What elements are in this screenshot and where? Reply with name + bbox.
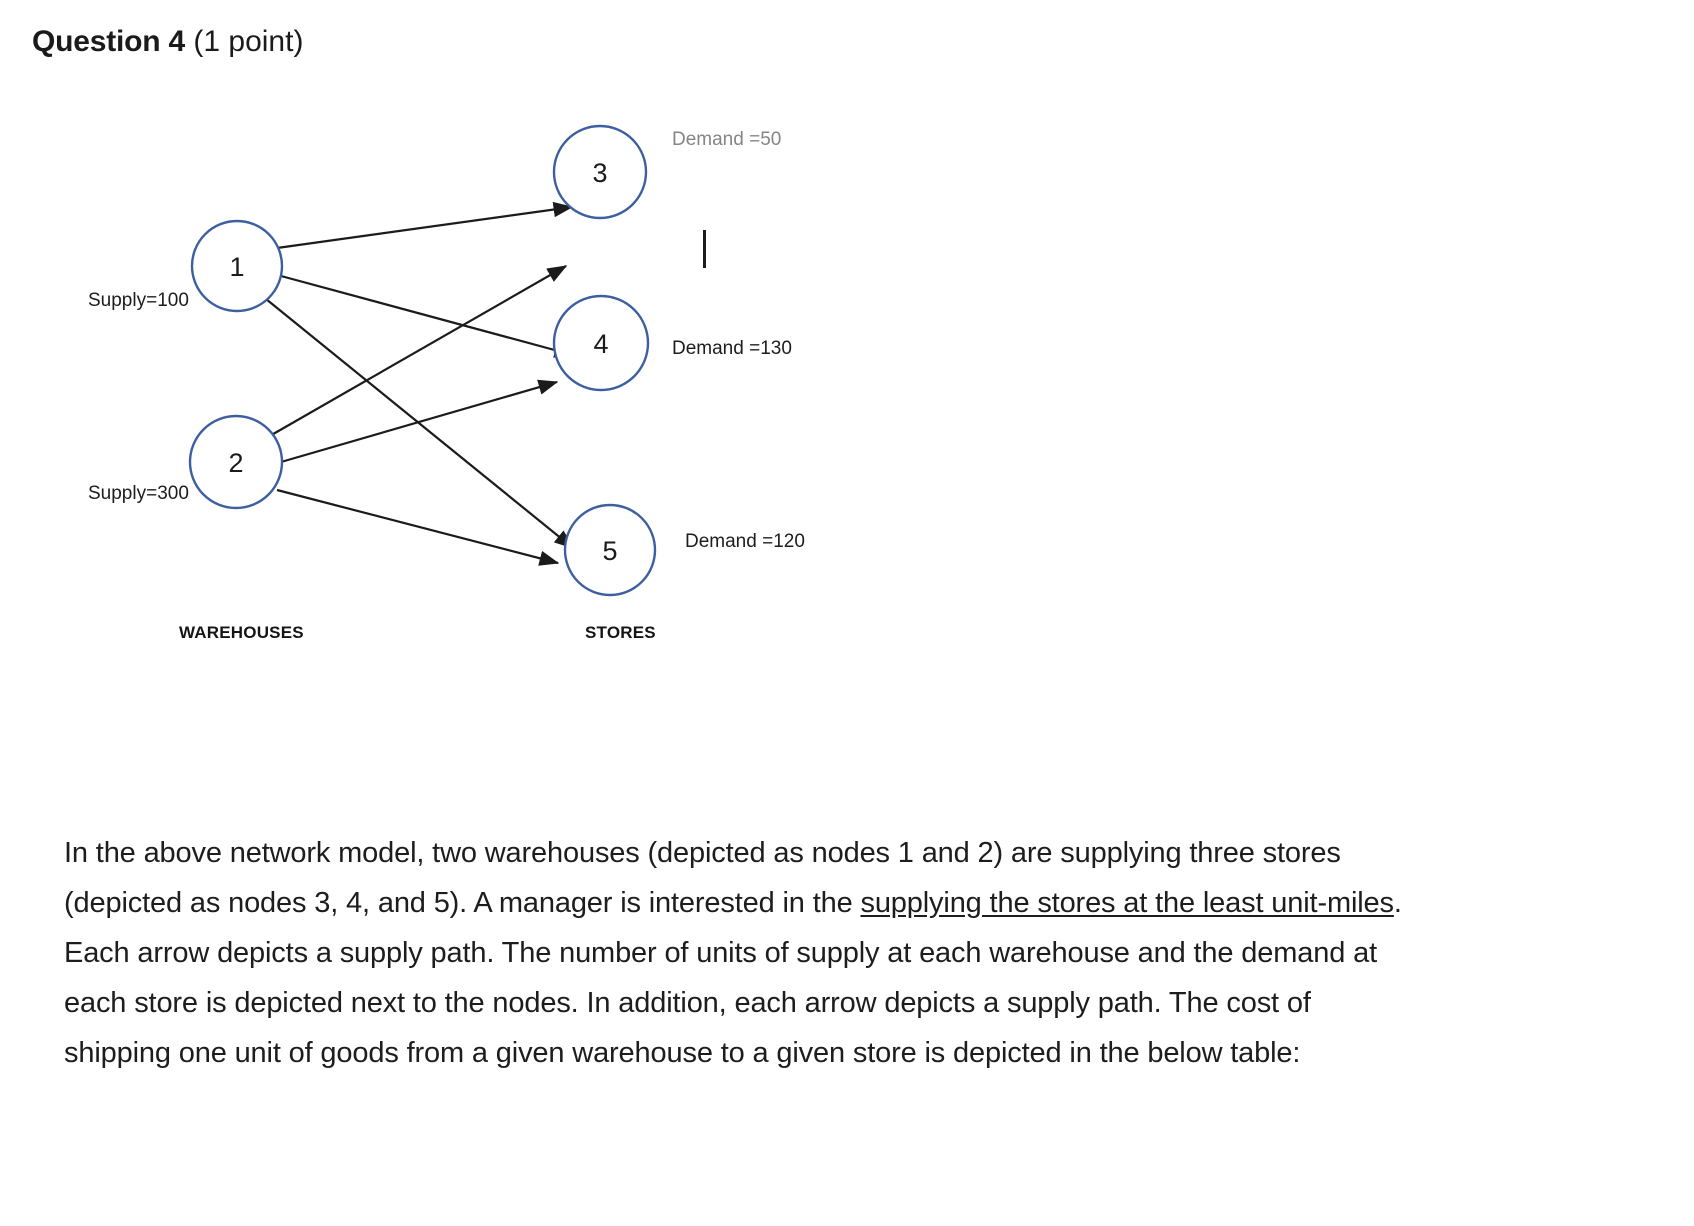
node-4-label: 4 <box>593 329 608 359</box>
edge-1-to-3 <box>276 201 574 250</box>
network-diagram: 1 2 3 4 5 Supply=100 Supp <box>0 100 960 720</box>
node-3-label: 3 <box>592 158 607 188</box>
question-body-part-1: In the above network model, two warehous… <box>64 837 1341 919</box>
edge-2-to-5 <box>276 488 560 566</box>
edge-1-to-5 <box>265 298 575 549</box>
node-1-label: 1 <box>229 252 244 282</box>
edge-group <box>265 201 575 566</box>
edge-2-to-4 <box>280 379 559 464</box>
network-diagram-svg: 1 2 3 4 5 <box>188 124 657 597</box>
node-2-label: 2 <box>228 448 243 478</box>
node-4-demand-label: Demand =130 <box>672 338 792 359</box>
node-5-label: 5 <box>602 536 617 566</box>
edge-1-to-4 <box>280 274 575 358</box>
node-5-demand-label: Demand =120 <box>685 531 805 552</box>
node-4-circle <box>552 294 650 392</box>
node-2-supply-label: Supply=300 <box>88 483 189 504</box>
question-body-part-2: . Each arrow depicts a supply path. The … <box>64 887 1402 1069</box>
node-5: 5 <box>563 503 657 597</box>
question-body-text: In the above network model, two warehous… <box>64 828 1424 1078</box>
text-cursor-caret <box>703 230 706 268</box>
node-group: 1 2 3 4 5 <box>188 124 657 597</box>
node-1: 1 <box>190 219 284 313</box>
node-5-circle <box>563 503 657 597</box>
stores-column-heading: STORES <box>585 623 656 642</box>
edge-2-to-3 <box>267 265 568 438</box>
node-1-circle <box>190 219 284 313</box>
question-points-text: (1 point) <box>193 25 304 58</box>
node-3-circle <box>552 124 648 220</box>
page-title: Question 4 (1 point) <box>32 22 303 62</box>
question-body-underlined-phrase: supplying the stores at the least unit-m… <box>860 887 1394 919</box>
question-title-text: Question 4 <box>32 25 186 58</box>
node-2-circle <box>188 414 284 510</box>
node-1-supply-label: Supply=100 <box>88 290 189 311</box>
node-3-demand-label: Demand =50 <box>672 129 782 150</box>
warehouses-column-heading: WAREHOUSES <box>179 623 304 642</box>
node-4: 4 <box>552 294 650 392</box>
node-3: 3 <box>552 124 648 220</box>
node-2: 2 <box>188 414 284 510</box>
